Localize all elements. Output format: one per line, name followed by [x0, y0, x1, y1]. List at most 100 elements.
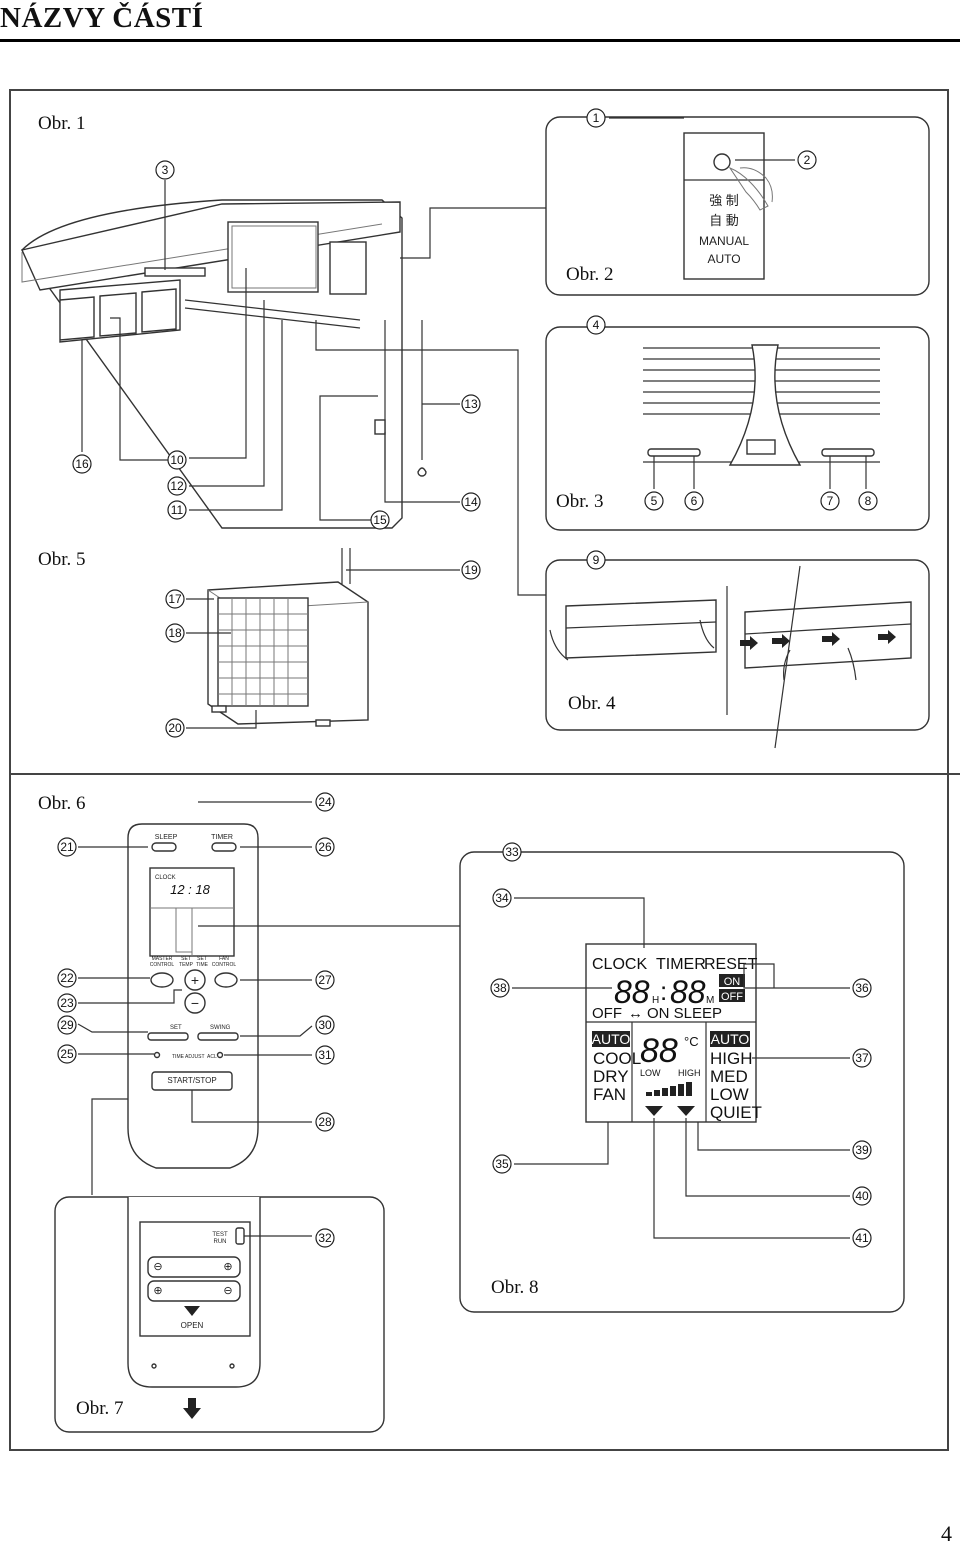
- svg-text:FAN: FAN: [219, 956, 229, 962]
- callout-35: 35: [492, 1154, 512, 1174]
- svg-text:9: 9: [593, 553, 600, 567]
- water-drop-icon: [417, 467, 427, 477]
- svg-text:AUTO: AUTO: [711, 1031, 750, 1047]
- svg-text:DRY: DRY: [593, 1067, 629, 1086]
- callout-27: 27: [315, 970, 335, 990]
- frame-divider: [9, 773, 960, 775]
- callout-20: 20: [165, 718, 185, 738]
- svg-text:29: 29: [60, 1018, 74, 1032]
- temp-down-button: [184, 992, 206, 1014]
- svg-text:22: 22: [60, 971, 74, 985]
- svg-text:°C: °C: [684, 1034, 699, 1049]
- manual-panel-line3: MANUAL: [699, 234, 749, 248]
- callout-28: 28: [315, 1112, 335, 1132]
- svg-text:23: 23: [60, 996, 74, 1010]
- svg-text:16: 16: [75, 457, 89, 471]
- manual-panel-line2: 自 動: [709, 213, 739, 228]
- remote-clock-label: CLOCK: [155, 875, 176, 881]
- svg-text:⊖: ⊖: [153, 1261, 162, 1273]
- svg-text:88: 88: [670, 974, 706, 1010]
- svg-text:7: 7: [827, 494, 834, 508]
- obr3-box: [545, 326, 930, 531]
- callout-24: 24: [315, 792, 335, 812]
- svg-text:MED: MED: [710, 1067, 748, 1086]
- callout-33: 33: [502, 842, 522, 862]
- indoor-unit-small-left: [565, 599, 717, 659]
- sleep-label: SLEEP: [155, 834, 178, 841]
- arrow-down-icon: [183, 1398, 201, 1419]
- callout-36: 36: [852, 978, 872, 998]
- remote-time: 12 : 18: [170, 882, 211, 897]
- svg-text:31: 31: [318, 1048, 332, 1062]
- svg-text:4: 4: [593, 318, 600, 332]
- air-filter: [59, 279, 181, 343]
- finger-sketch: [728, 166, 769, 211]
- callout-38: 38: [490, 978, 510, 998]
- callout-31: 31: [315, 1045, 335, 1065]
- svg-text:↔: ↔: [628, 1005, 643, 1022]
- swing-button: [197, 1032, 239, 1041]
- figure-label-obr1: Obr. 1: [38, 113, 86, 134]
- svg-text:13: 13: [464, 397, 478, 411]
- svg-text:20: 20: [168, 721, 182, 735]
- callout-40: 40: [852, 1186, 872, 1206]
- svg-text:30: 30: [318, 1018, 332, 1032]
- svg-text:37: 37: [855, 1051, 869, 1065]
- figure-label-obr3: Obr. 3: [556, 491, 604, 512]
- callout-39: 39: [852, 1140, 872, 1160]
- louver-handle-right: [821, 448, 875, 457]
- callout-30: 30: [315, 1015, 335, 1035]
- title-underline: [0, 39, 960, 42]
- callout-17: 17: [165, 589, 185, 609]
- svg-text:OFF: OFF: [721, 991, 743, 1003]
- temp-up-button: [184, 969, 206, 991]
- svg-text:21: 21: [60, 840, 74, 854]
- timer-label: TIMER: [211, 834, 233, 841]
- svg-text:LOW: LOW: [710, 1085, 749, 1104]
- louver-handle-left: [647, 448, 701, 457]
- callout-26: 26: [315, 837, 335, 857]
- svg-text:SET: SET: [197, 956, 207, 962]
- svg-text:18: 18: [168, 626, 182, 640]
- svg-text:TIME ADJUST: TIME ADJUST: [172, 1054, 205, 1060]
- svg-text:M: M: [706, 995, 714, 1006]
- svg-text:TEMP: TEMP: [179, 962, 194, 968]
- callout-6: 6: [684, 491, 704, 511]
- svg-text:38: 38: [493, 981, 507, 995]
- svg-text:14: 14: [464, 495, 478, 509]
- callout-2: 2: [797, 150, 817, 170]
- svg-text:OPEN: OPEN: [181, 1321, 204, 1330]
- callout-8: 8: [858, 491, 878, 511]
- callout-12: 12: [167, 476, 187, 496]
- svg-text:17: 17: [168, 592, 182, 606]
- lcd-display-panel: CLOCK TIMER RESET 88 H : 88 M ON OFF OFF…: [585, 943, 762, 1123]
- figure-label-obr8: Obr. 8: [491, 1277, 539, 1298]
- svg-text:41: 41: [855, 1231, 869, 1245]
- callout-34: 34: [492, 888, 512, 908]
- sleep-button: [151, 842, 177, 852]
- svg-text:39: 39: [855, 1143, 869, 1157]
- svg-text:QUIET: QUIET: [710, 1103, 762, 1122]
- svg-text:+: +: [191, 972, 199, 988]
- svg-text:25: 25: [60, 1047, 74, 1061]
- callout-37: 37: [852, 1048, 872, 1068]
- callout-13: 13: [461, 394, 481, 414]
- manual-button: [713, 153, 731, 171]
- svg-text:34: 34: [495, 891, 509, 905]
- svg-text:TEST: TEST: [212, 1232, 228, 1238]
- svg-text:5: 5: [651, 494, 658, 508]
- page-number: 4: [941, 1521, 952, 1546]
- timer-button: [211, 842, 237, 852]
- svg-text:2: 2: [804, 153, 811, 167]
- figure-label-obr4: Obr. 4: [568, 693, 616, 714]
- callout-19: 19: [461, 560, 481, 580]
- svg-text:⊖: ⊖: [223, 1285, 232, 1297]
- battery-icon: [147, 1280, 241, 1302]
- svg-text:11: 11: [171, 503, 184, 517]
- svg-text:HIGH: HIGH: [710, 1049, 753, 1068]
- callout-5: 5: [644, 491, 664, 511]
- callout-7: 7: [820, 491, 840, 511]
- figure-label-obr5: Obr. 5: [38, 549, 86, 570]
- svg-text:ACL: ACL: [207, 1054, 217, 1060]
- svg-text:40: 40: [855, 1189, 869, 1203]
